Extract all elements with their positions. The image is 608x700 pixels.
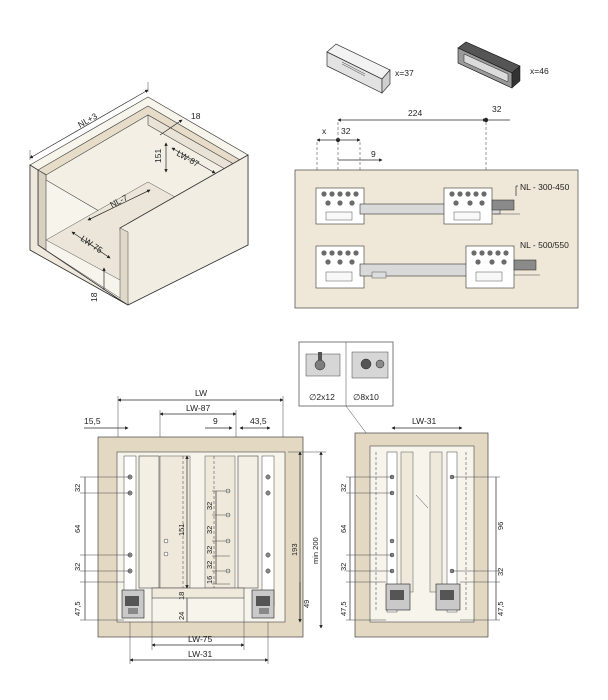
- dim-49: 49: [302, 600, 311, 608]
- side-left-dim-32b: 32: [339, 563, 348, 571]
- drawer-isometric: NL+3 18 151 LW-87 NL-7 LW-75 18: [29, 82, 249, 306]
- side-right-dim-47-5: 47,5: [496, 601, 505, 616]
- runner-right: [251, 589, 275, 619]
- screw-a-label: ∅2x12: [309, 392, 335, 402]
- front-left-dim-47-5: 47,5: [73, 601, 82, 616]
- dim-43-5: 43,5: [250, 416, 267, 426]
- side-right-dim-32: 32: [496, 568, 505, 576]
- dim-224: 224: [408, 108, 422, 118]
- side-left-dim-47-5: 47,5: [339, 601, 348, 616]
- front-qty-label: x=37: [395, 68, 414, 78]
- mid-dim-16: 16: [205, 576, 214, 584]
- screws-box: ∅2x12 ∅8x10: [298, 341, 397, 474]
- runner-left: [121, 589, 145, 619]
- side-left-dim-64: 64: [339, 525, 348, 533]
- label-18-top: 18: [191, 111, 201, 121]
- label-151: 151: [153, 149, 163, 163]
- dim-lw-75: LW-75: [188, 634, 213, 644]
- mid-dim-32c: 32: [205, 546, 214, 554]
- rear-qty-label: x=46: [530, 66, 549, 76]
- dim-lw-87: LW-87: [186, 403, 211, 413]
- front-view: LW LW-87 15,5 9 43,5: [73, 388, 326, 664]
- front-bracket-part: x=37: [326, 43, 414, 94]
- dim-lw-31-side: LW-31: [412, 416, 437, 426]
- dim-32-right: 32: [492, 104, 502, 114]
- rear-bracket-part: x=46: [457, 41, 549, 89]
- front-left-dim-64: 64: [73, 525, 82, 533]
- side-view: LW-31 32 64 32 47,5: [339, 416, 505, 638]
- label-18-bottom: 18: [89, 292, 99, 302]
- mid-dim-32d: 32: [205, 561, 214, 569]
- dim-lw: LW: [195, 388, 207, 398]
- side-left-dim-32a: 32: [339, 484, 348, 492]
- front-left-dim-32b: 32: [73, 563, 82, 571]
- dim-9: 9: [371, 149, 376, 159]
- screw-a-icon: [305, 352, 341, 377]
- dim-32-left: 32: [341, 126, 351, 136]
- runner-view: 224 32 x 32 9: [294, 104, 579, 309]
- runner-long: [315, 245, 540, 289]
- dim-151-front: 151: [177, 523, 186, 536]
- dim-9-front: 9: [213, 416, 218, 426]
- dim-193: 193: [290, 543, 299, 556]
- nl-300-450-label: NL - 300-450: [520, 182, 570, 192]
- screw-b-icon: [351, 351, 389, 379]
- nl-500-550-label: NL - 500/550: [520, 240, 569, 250]
- screw-b-label: ∅8x10: [353, 392, 379, 402]
- mid-dim-32a: 32: [205, 502, 214, 510]
- runner-short: [315, 185, 520, 225]
- dim-24-front: 24: [177, 612, 186, 620]
- dim-lw-31-front: LW-31: [188, 649, 213, 659]
- dim-15-5: 15,5: [84, 416, 101, 426]
- mid-dim-32b: 32: [205, 526, 214, 534]
- side-right-dim-96: 96: [496, 522, 505, 530]
- dim-18-front: 18: [177, 592, 186, 600]
- front-left-dim-32a: 32: [73, 484, 82, 492]
- dim-min-200: min 200: [311, 537, 320, 564]
- dim-x: x: [322, 126, 327, 136]
